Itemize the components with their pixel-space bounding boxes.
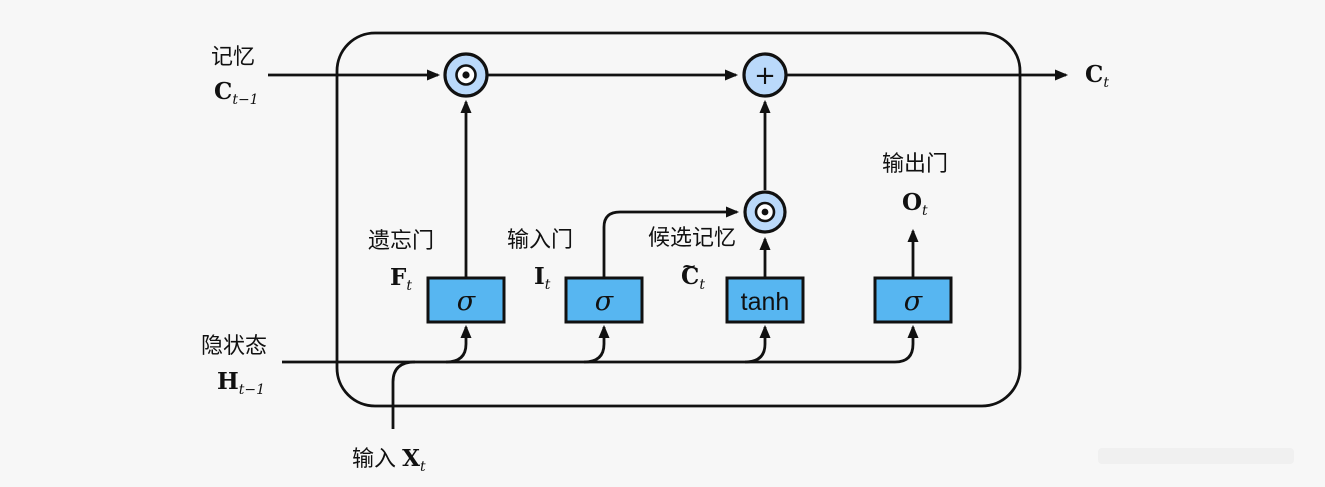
input-gate-to-multiply2-arrow	[602, 206, 740, 277]
add-operator-icon: +	[742, 52, 788, 98]
elementwise-multiply2-icon	[743, 190, 787, 234]
output-gate-box	[873, 276, 953, 324]
forget-gate-label-cn: 遗忘门	[368, 228, 434, 253]
input-gate-var-label: It	[534, 263, 551, 293]
memory-label-cn: 记忆	[211, 44, 255, 69]
candidate-tanh-box	[725, 276, 805, 324]
candidate-tilde: ~	[681, 256, 696, 277]
output-gate-var-label: Ot	[902, 189, 928, 219]
output-gate-activation: σ	[904, 286, 924, 317]
input-gate-activation: σ	[595, 286, 615, 317]
hidden-state-bus	[282, 324, 919, 364]
add-operator-glyph: +	[754, 61, 776, 91]
memory-out-label: Ct	[1085, 61, 1109, 91]
candidate-activation: tanh	[741, 288, 790, 316]
forget-gate-var-label: Ft	[390, 264, 412, 294]
forget-gate-box	[426, 276, 506, 324]
cell-boundary	[335, 31, 1022, 408]
branch-to-tanh	[744, 324, 771, 364]
forget-gate-activation: σ	[457, 286, 477, 317]
candidate-label-cn: 候选记忆	[648, 225, 736, 250]
input-gate-label-cn: 输入门	[507, 227, 573, 252]
candidate-var-label: Ct	[681, 263, 705, 293]
watermark	[1098, 448, 1294, 464]
branch-to-forget-gate	[445, 324, 472, 364]
output-gate-label-cn: 输出门	[882, 151, 948, 176]
input-x-label: 输入 Xt	[352, 445, 426, 475]
memory-var-label: Ct−1	[214, 78, 259, 108]
branch-to-input-gate	[583, 324, 610, 364]
input-gate-box	[564, 276, 644, 324]
hidden-state-label-cn: 隐状态	[201, 333, 267, 358]
hidden-state-var-label: Ht−1	[217, 368, 265, 398]
input-x-line	[391, 360, 416, 429]
elementwise-multiply-icon	[443, 52, 489, 98]
